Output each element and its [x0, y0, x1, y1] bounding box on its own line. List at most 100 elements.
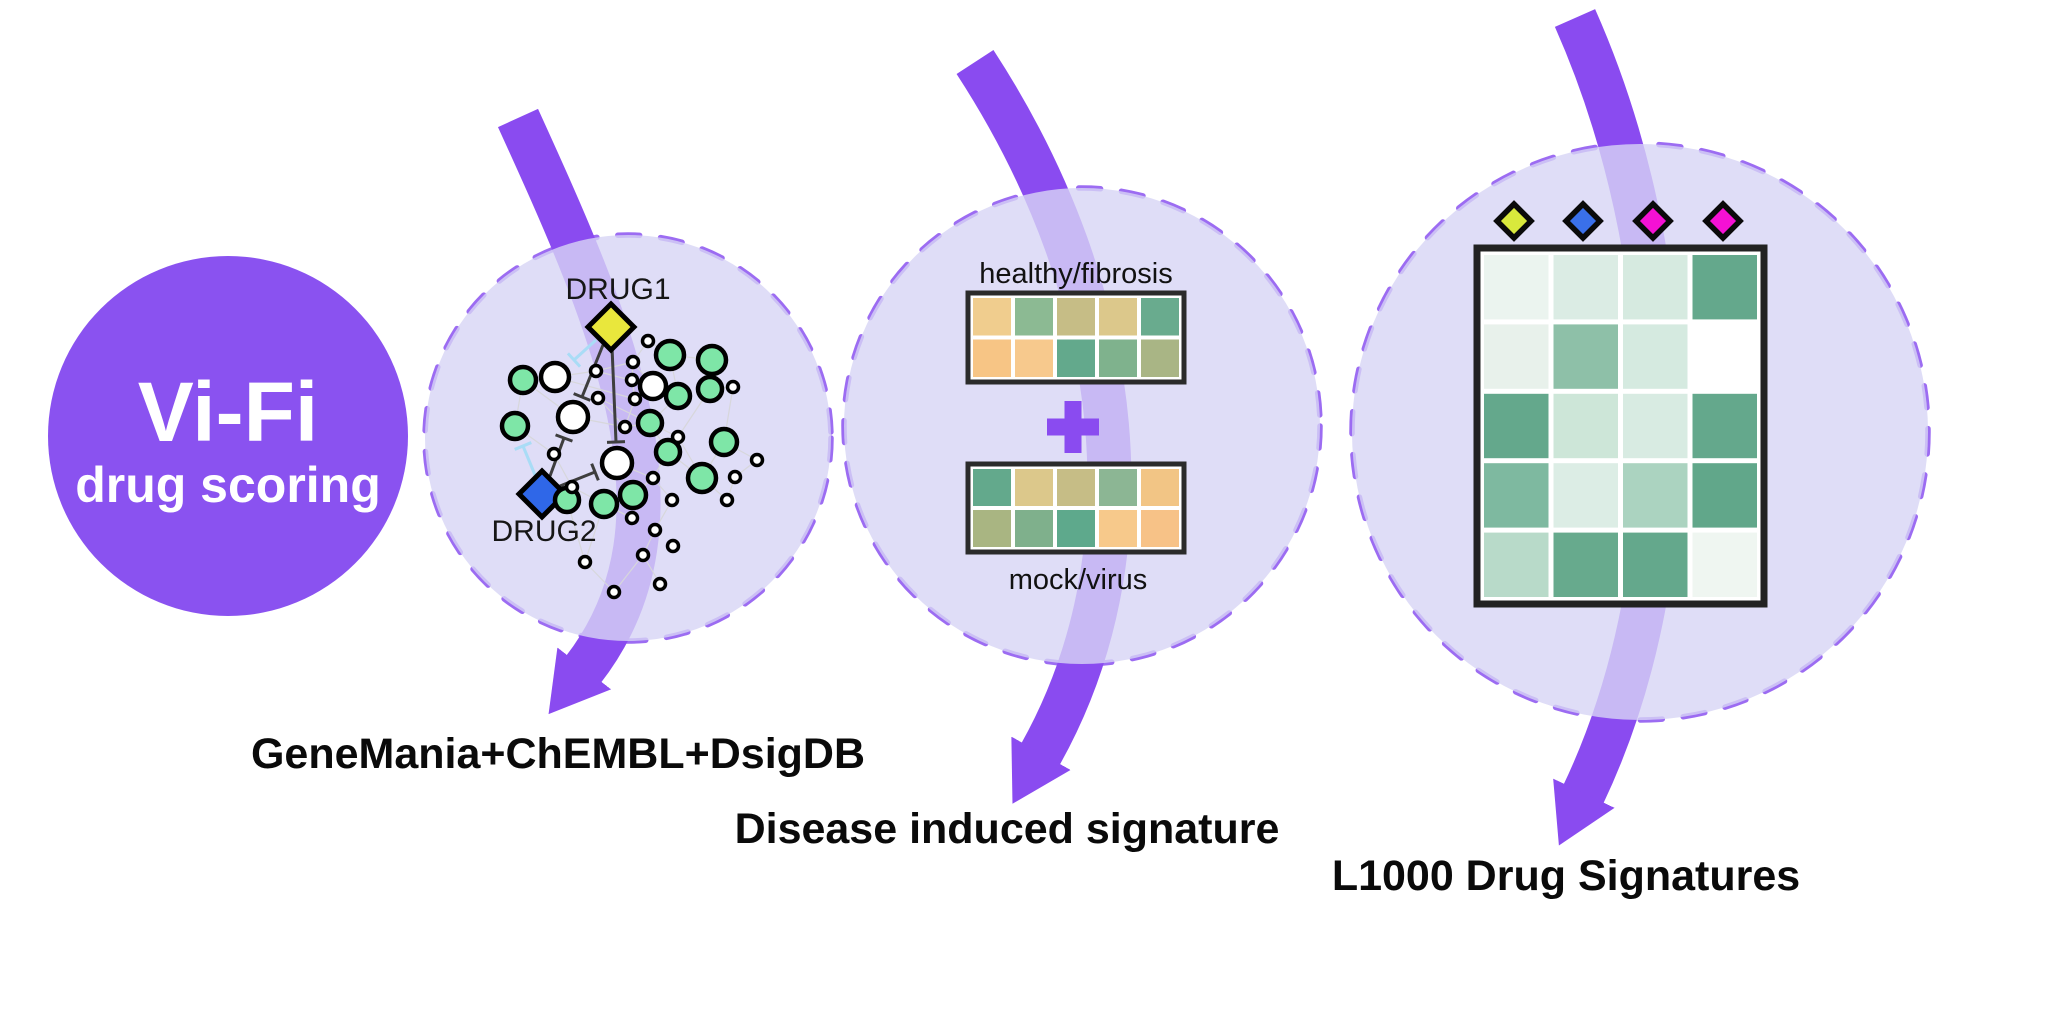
heatmap-mock-virus-cell	[1057, 469, 1095, 506]
network-tbar	[590, 463, 600, 481]
heatmap-mock-virus-cell	[1141, 510, 1179, 547]
drug-legend-diamonds	[1493, 200, 1744, 242]
heatmap-l1000-cell	[1553, 532, 1618, 597]
network-tbar	[566, 352, 582, 368]
heatmap-l1000-cell	[1553, 393, 1618, 459]
network-tbar	[555, 433, 573, 443]
network-node-dot	[624, 372, 640, 388]
network-node-dot	[624, 510, 640, 526]
network-tbar	[573, 392, 591, 402]
healthy-fibrosis-label: healthy/fibrosis	[979, 258, 1172, 290]
heatmap-l1000-cell	[1484, 532, 1549, 597]
network-node-gene	[695, 374, 725, 404]
drug2-label: DRUG2	[491, 515, 596, 548]
drug1-diamond	[584, 300, 638, 354]
network-node-dot	[749, 452, 765, 468]
network-node-dot	[652, 576, 668, 592]
network-node-gene	[588, 488, 620, 520]
heatmap-healthy-fibrosis-cell	[1141, 298, 1179, 336]
network-tbar	[606, 440, 626, 444]
heatmap-healthy-fibrosis-cell	[1057, 298, 1095, 336]
network-node-dot	[719, 492, 735, 508]
network-node-dot	[640, 333, 656, 349]
drug2-diamond	[515, 467, 569, 521]
heatmap-l1000-cell	[1623, 463, 1688, 528]
network-node-protein	[538, 360, 572, 394]
network-inhibit-edge	[572, 338, 598, 362]
heatmap-healthy-fibrosis-cell	[1099, 298, 1137, 336]
heatmap-l1000-cell	[1553, 324, 1618, 389]
network-node-gene	[708, 426, 740, 458]
network-node-dot	[727, 469, 743, 485]
network-node-dot	[635, 547, 651, 563]
heatmap-l1000-cell	[1553, 463, 1618, 528]
network-node-gene	[685, 461, 719, 495]
network-inhibit-edge	[521, 445, 537, 476]
network-node-dot	[588, 363, 604, 379]
network-node-dot	[577, 554, 593, 570]
network-node-gene	[695, 343, 729, 377]
mock-virus-label: mock/virus	[1009, 564, 1148, 596]
network-node-dot	[617, 419, 633, 435]
legend-diamond-icon	[1562, 200, 1604, 242]
network-node-dot	[606, 584, 622, 600]
heatmap-l1000-cell	[1484, 255, 1549, 320]
vifi-circle	[48, 256, 408, 616]
heatmap-healthy-fibrosis-cell	[1015, 339, 1053, 377]
heatmap-healthy-fibrosis-cell	[973, 298, 1011, 336]
heatmap-healthy-fibrosis-cell	[1057, 339, 1095, 377]
heatmap-l1000-cell	[1623, 255, 1688, 320]
network-node-gene	[617, 479, 649, 511]
network-node-gene	[499, 410, 531, 442]
network-node-gene	[663, 381, 693, 411]
heatmap-l1000-cell	[1692, 463, 1757, 528]
legend-diamond-icon	[1493, 200, 1535, 242]
network-inhibit-edge	[610, 346, 618, 443]
heatmap-l1000-cell	[1484, 324, 1549, 389]
drug-target-network	[499, 300, 765, 600]
network-stage-caption: GeneMania+ChEMBL+DsigDB	[251, 730, 865, 778]
heatmap-mock-virus-cell	[1015, 510, 1053, 547]
network-stage-fill	[425, 235, 831, 641]
heatmap-mock-virus	[965, 461, 1187, 555]
heatmap-l1000-cell	[1484, 463, 1549, 528]
heatmap-mock-virus-cell	[973, 510, 1011, 547]
network-node-gene	[653, 437, 683, 467]
disease-stage-caption: Disease induced signature	[735, 805, 1280, 853]
heatmap-l1000	[1473, 244, 1768, 608]
heatmap-l1000-cell	[1553, 255, 1618, 320]
heatmap-healthy-fibrosis	[965, 290, 1187, 385]
heatmap-mock-virus-cell	[973, 469, 1011, 506]
heatmap-l1000-cell	[1692, 532, 1757, 597]
l1000-stage-caption: L1000 Drug Signatures	[1332, 852, 1800, 900]
network-node-protein	[555, 399, 591, 435]
heatmap-l1000-cell	[1623, 393, 1688, 459]
network-node-dot	[670, 429, 686, 445]
network-node-dot	[665, 538, 681, 554]
network-node-gene	[635, 408, 665, 438]
plus-icon	[1047, 401, 1099, 453]
network-node-dot	[564, 479, 580, 495]
network-node-dot	[627, 391, 643, 407]
heatmap-healthy-fibrosis-cell	[973, 339, 1011, 377]
network-node-dot	[625, 354, 641, 370]
heatmap-healthy-fibrosis-cell	[1099, 339, 1137, 377]
network-node-protein	[599, 445, 635, 481]
heatmap-mock-virus-cell	[1099, 469, 1137, 506]
plus-icon-vbar	[1064, 401, 1082, 453]
heatmap-l1000-cell	[1692, 255, 1757, 320]
vifi-title: Vi-Fi	[138, 365, 318, 459]
drug1-label: DRUG1	[565, 273, 670, 306]
network-node-dot	[546, 446, 562, 462]
network-node-gene	[507, 364, 539, 396]
network-tbar	[514, 441, 532, 451]
legend-diamond-icon	[1702, 200, 1744, 242]
vifi-badge: Vi-Fi drug scoring	[48, 256, 408, 616]
disease-signature-stage: healthy/fibrosis mock/virus	[965, 258, 1187, 596]
legend-diamond-icon	[1632, 200, 1674, 242]
vifi-subtitle: drug scoring	[75, 457, 381, 513]
heatmap-l1000-cell	[1692, 324, 1757, 389]
heatmap-l1000-cell	[1623, 324, 1688, 389]
network-node-dot	[645, 470, 661, 486]
